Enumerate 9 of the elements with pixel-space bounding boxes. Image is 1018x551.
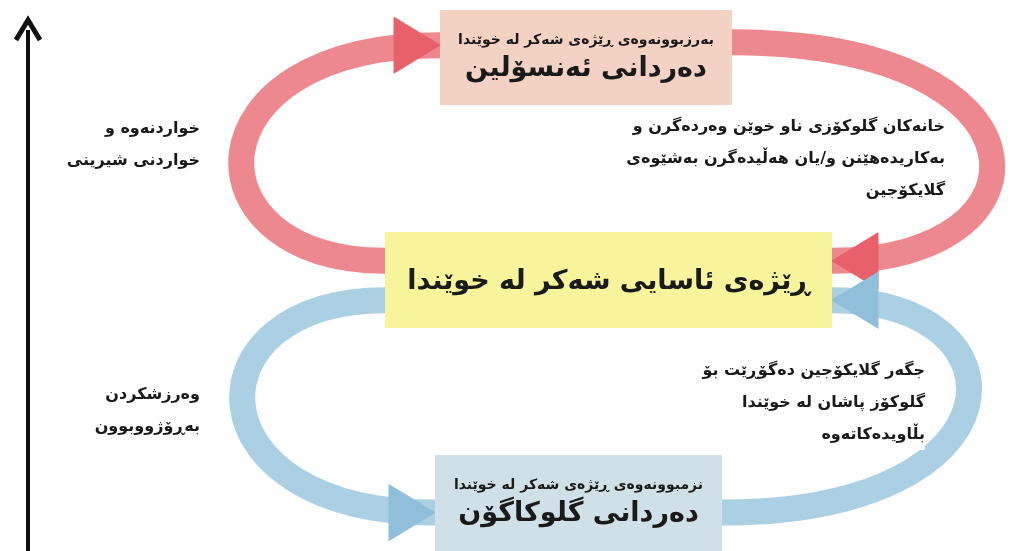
box-title: ڕێژەی ئاسایی شەکر لە خوێندا xyxy=(407,263,810,298)
box-title: دەردانی ئەنسۆلین xyxy=(465,49,707,85)
box-subtitle: نزمبوونەوەی ڕێژەی شەکر لە خوێندا xyxy=(454,475,704,494)
state-box xyxy=(385,232,832,328)
curved-arrow xyxy=(229,287,436,538)
state-box xyxy=(435,455,722,551)
state-box xyxy=(440,10,732,105)
box-subtitle: بەرزبوونەوەی ڕێژەی شەکر لە خوێندا xyxy=(458,29,714,48)
box-title: دەردانی گلوکاگۆن xyxy=(458,495,699,530)
